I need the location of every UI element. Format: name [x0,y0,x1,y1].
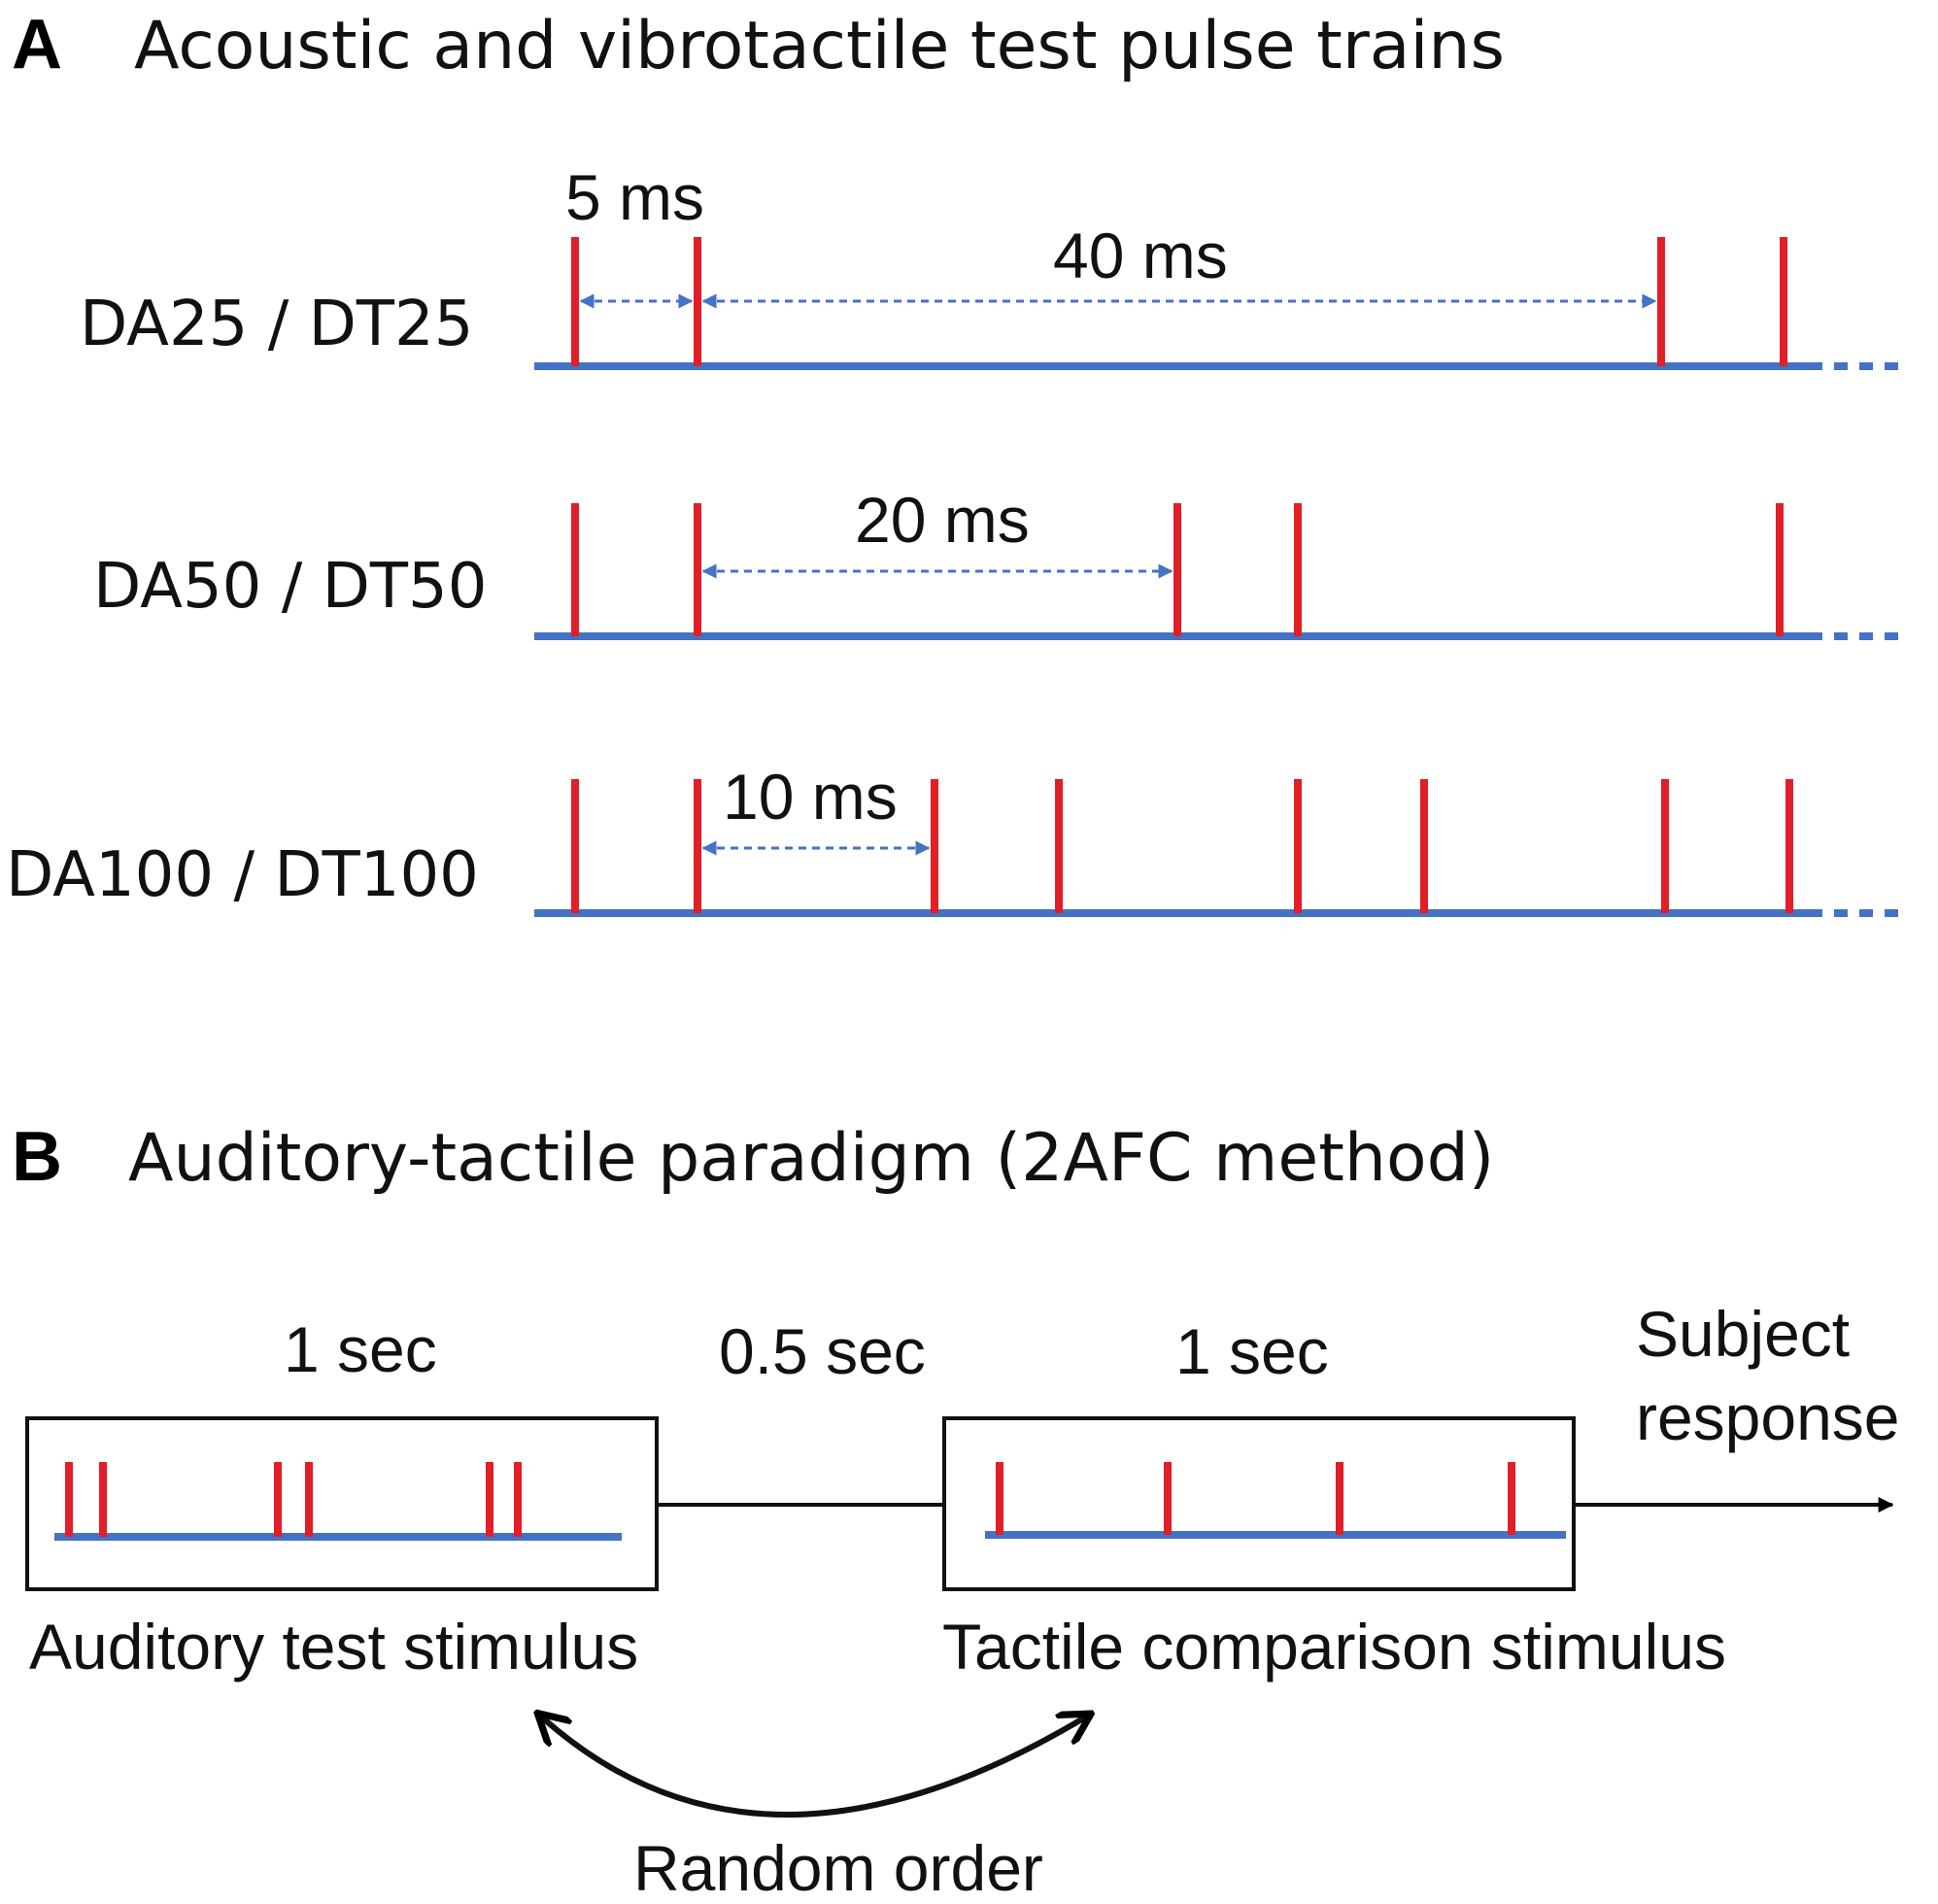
tactile-comparison-stimulus-box [942,1416,1576,1591]
random-order-caption: Random order [633,1832,1043,1904]
tactile-comparison-stimulus-caption: Tactile comparison stimulus [942,1611,1726,1683]
pulse-train-row-100: DA100 / DT100 10 ms [6,761,1906,917]
interval-label-20ms: 20 ms [855,484,1030,556]
panel-b: B Auditory-tactile paradigm (2AFC method… [12,1118,1900,1904]
panel-a-letter: A [12,6,62,84]
interval-label-10ms: 10 ms [723,761,898,833]
panel-b-title: Auditory-tactile paradigm (2AFC method) [128,1120,1494,1197]
duration-label-comparison: 1 sec [1175,1315,1329,1387]
panel-a-title: Acoustic and vibrotactile test pulse tra… [134,8,1505,85]
auditory-test-stimulus-caption: Auditory test stimulus [29,1611,638,1683]
duration-label-test: 1 sec [284,1313,437,1385]
interval-label-5ms: 5 ms [565,161,704,233]
row-label-50: DA50 / DT50 [93,551,487,623]
pulse-train-row-50: DA50 / DT50 20 ms [93,484,1906,640]
row-label-100: DA100 / DT100 [6,839,479,911]
row-label-25: DA25 / DT25 [80,289,473,360]
response-label-line-1: Subject [1636,1298,1850,1370]
panel-a: A Acoustic and vibrotactile test pulse t… [6,6,1906,917]
auditory-test-stimulus-box [25,1416,659,1591]
response-label-line-2: response [1636,1381,1900,1453]
panel-b-letter: B [12,1118,62,1196]
duration-label-gap: 0.5 sec [719,1315,926,1387]
interval-label-40ms: 40 ms [1053,220,1228,291]
pulse-train-row-25: DA25 / DT25 5 ms 40 ms [80,161,1906,370]
random-order-arrow [540,1716,1088,1818]
